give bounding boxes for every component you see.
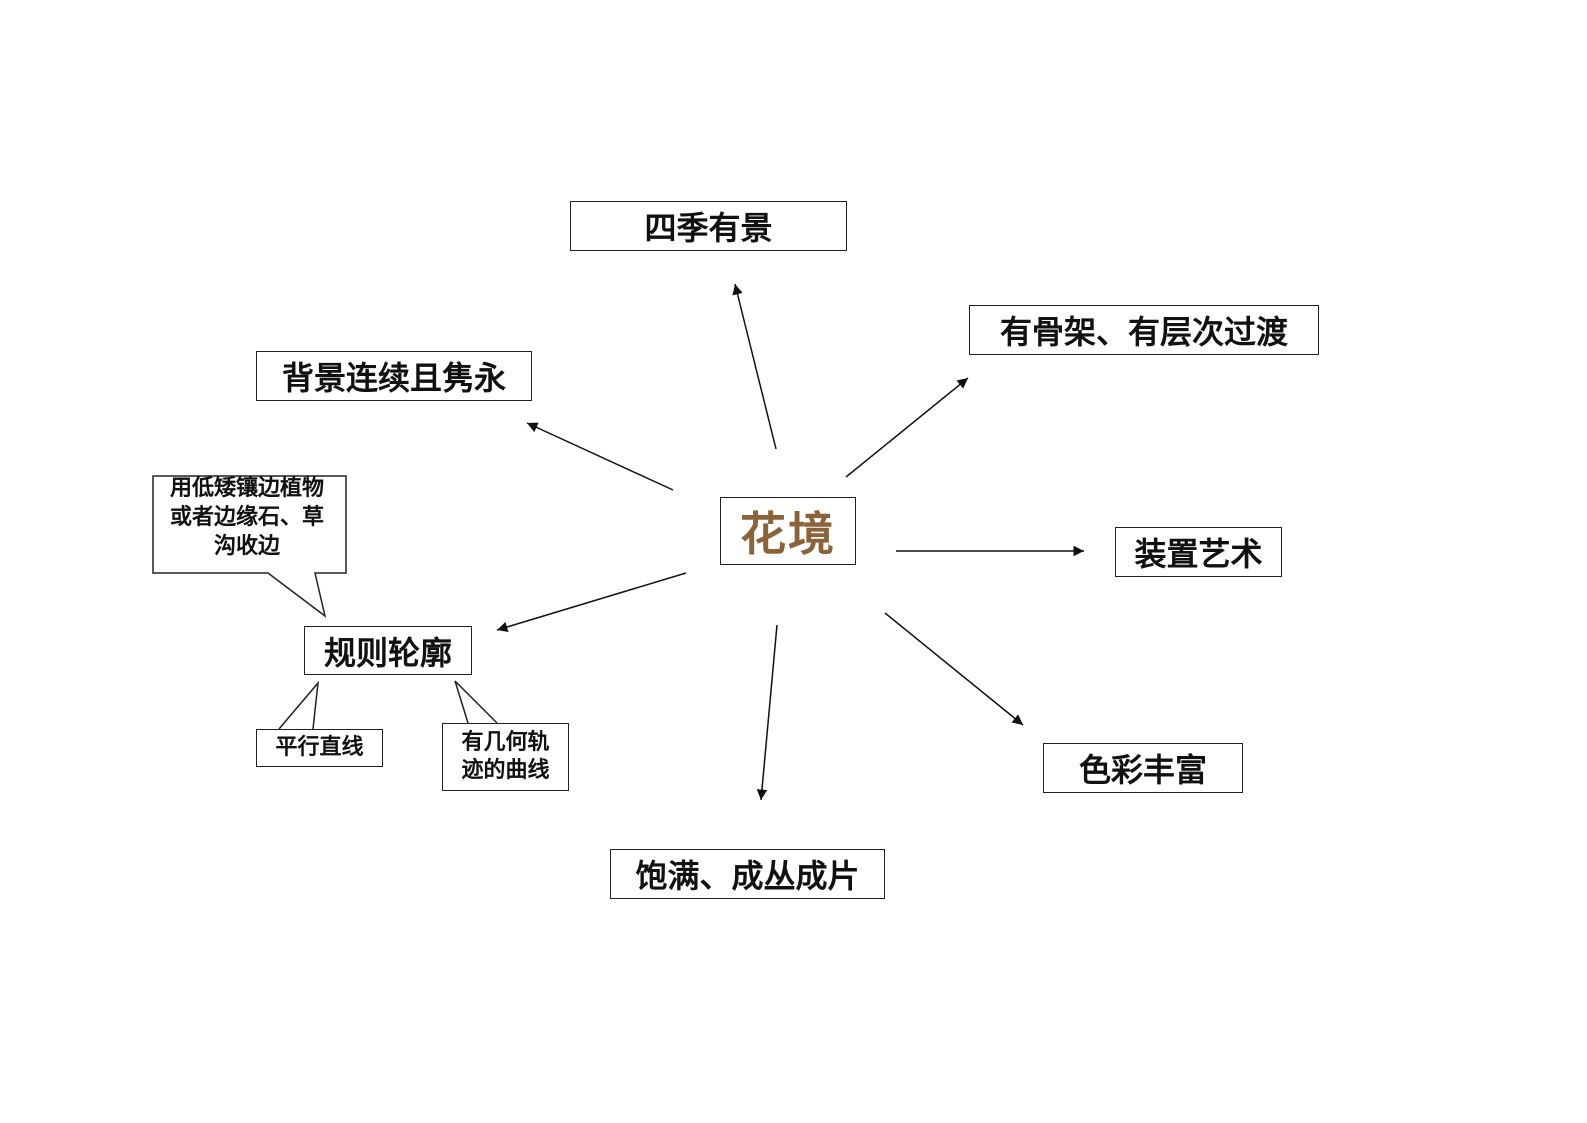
center-label: 花境 [740, 507, 836, 561]
node-curve-lines: 有几何轨 迹的曲线 [442, 723, 569, 791]
node-background: 背景连续且隽永 [256, 351, 532, 401]
curve-lines-tail [454, 680, 498, 724]
node-regular-outline: 规则轮廓 [304, 626, 472, 675]
arrow-to-four-seasons [732, 283, 777, 450]
callout-bubble [152, 475, 347, 618]
callout-edging-text: 用低矮镶边植物 或者边缘石、草 沟收边 [169, 475, 324, 559]
arrow-to-full-clusters [756, 624, 778, 801]
arrow-to-regular-outline [496, 572, 687, 632]
node-rich-colors: 色彩丰富 [1043, 743, 1243, 793]
node-full-clusters: 饱满、成丛成片 [610, 849, 885, 899]
center-node: 花境 [720, 497, 856, 565]
node-skeleton-layers: 有骨架、有层次过渡 [969, 305, 1319, 355]
arrow-to-background [526, 422, 674, 491]
arrow-to-skeleton-layers [845, 377, 969, 478]
arrow-to-rich-colors [884, 612, 1024, 726]
node-parallel-lines: 平行直线 [256, 729, 383, 767]
node-installation-art: 装置艺术 [1115, 527, 1282, 577]
node-four-seasons: 四季有景 [570, 201, 847, 251]
parallel-lines-tail [278, 680, 320, 730]
